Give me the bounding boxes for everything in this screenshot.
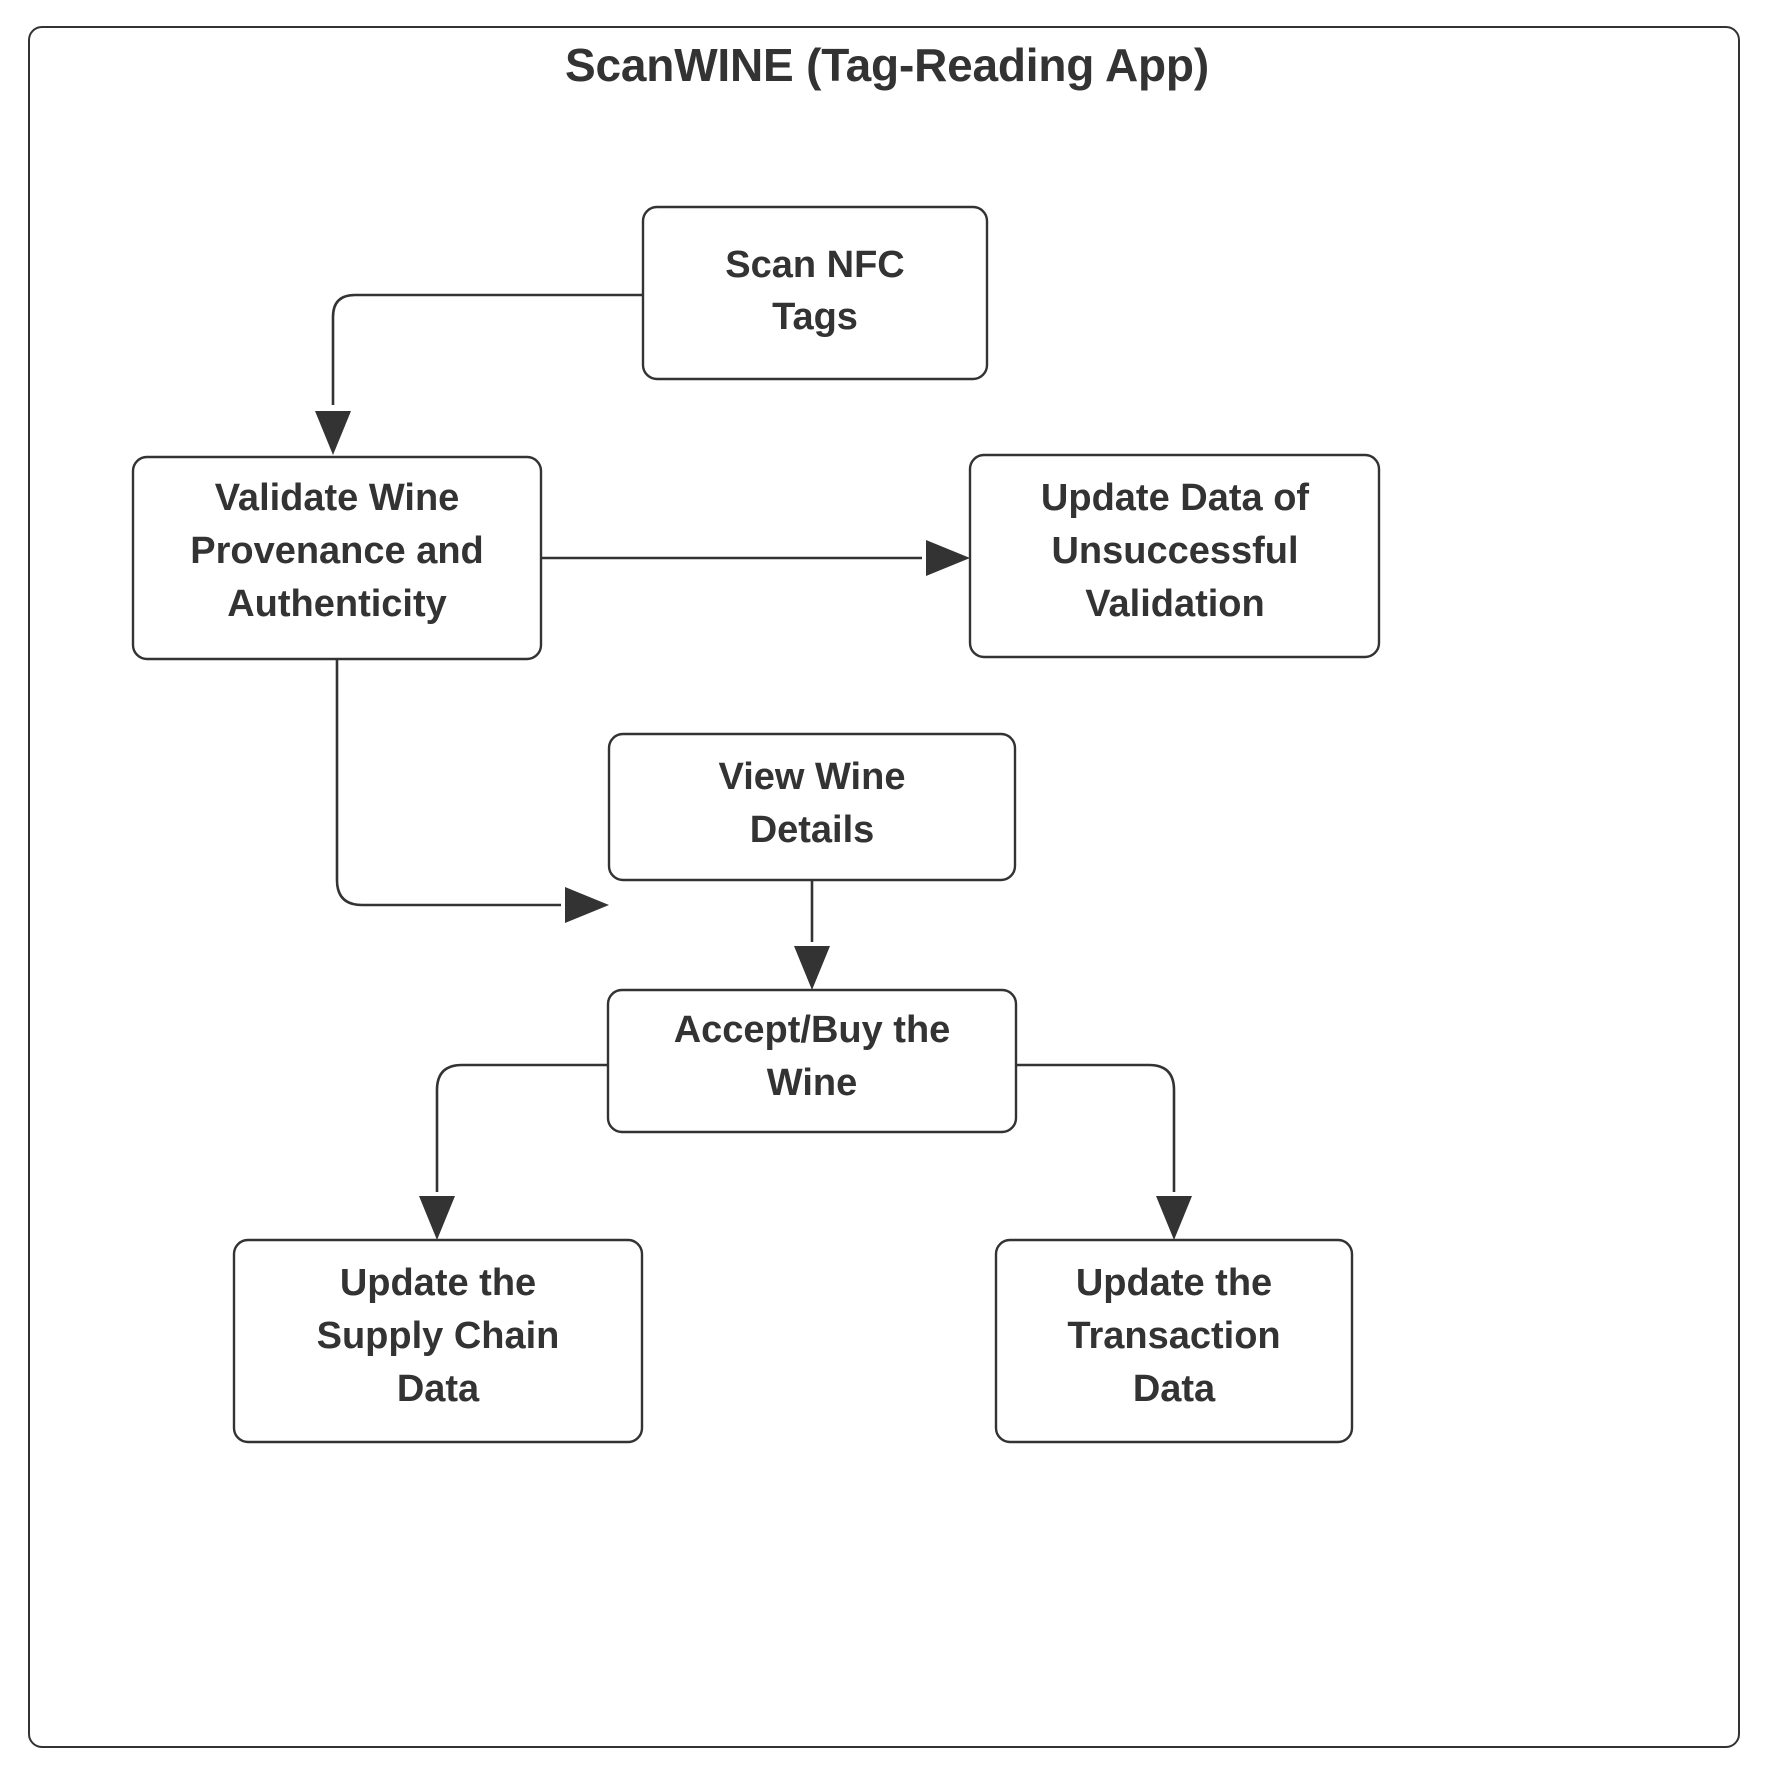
node-view-wine-details-label-line-0: View Wine	[719, 756, 906, 798]
node-update-transaction-data-label-line-1: Transaction	[1067, 1315, 1280, 1357]
node-accept-buy-the-wine-shape[interactable]	[606, 988, 1018, 1134]
node-validate-wine-provenance-shape[interactable]	[131, 455, 543, 661]
arrow-head-icon	[1156, 1196, 1192, 1240]
arrow-head-icon	[419, 1196, 455, 1240]
node-validate-wine-provenance[interactable]: Validate Wine Provenance and Authenticit…	[131, 455, 543, 661]
node-validate-wine-provenance-label-line-2: Authenticity	[227, 583, 447, 625]
node-update-unsuccessful-validation-shape[interactable]	[968, 453, 1381, 659]
edge-accept-to-transaction-path	[1016, 1063, 1176, 1192]
node-accept-buy-the-wine-label-line-0: Accept/Buy the	[674, 1009, 951, 1051]
edge-accept-to-transaction	[1016, 1063, 1192, 1240]
node-update-unsuccessful-validation-label-line-2: Validation	[1085, 583, 1264, 625]
node-accept-buy-the-wine-label-line-1: Wine	[767, 1062, 857, 1104]
node-view-wine-details[interactable]: View Wine Details	[607, 732, 1017, 882]
node-update-unsuccessful-validation-label-line-1: Unsuccessful	[1051, 530, 1298, 572]
edge-accept-to-supply-chain-path	[435, 1063, 608, 1192]
node-update-unsuccessful-validation[interactable]: Update Data of Unsuccessful Validation	[968, 453, 1381, 659]
node-validate-wine-provenance-label-line-0: Validate Wine	[215, 477, 460, 519]
arrow-head-icon	[926, 540, 970, 576]
node-update-transaction-data-label-line-0: Update the	[1076, 1262, 1272, 1304]
node-scan-nfc-tags-label-line-0: Scan NFC	[725, 244, 904, 286]
node-scan-nfc-tags-shape[interactable]	[641, 205, 989, 381]
node-scan-nfc-tags-label-line-1: Tags	[772, 296, 858, 338]
arrow-head-icon	[565, 887, 609, 923]
edge-accept-to-supply-chain	[419, 1063, 608, 1240]
edge-validate-to-unsuccessful	[541, 540, 970, 576]
node-accept-buy-the-wine[interactable]: Accept/Buy the Wine	[606, 988, 1018, 1134]
arrow-head-icon	[315, 411, 351, 455]
edge-validate-to-view-details	[335, 659, 609, 923]
node-update-supply-chain-data-label-line-1: Supply Chain	[317, 1315, 560, 1357]
node-update-supply-chain-data-label-line-0: Update the	[340, 1262, 536, 1304]
edge-scan-to-validate	[315, 293, 643, 455]
edge-view-details-to-accept	[794, 880, 830, 990]
node-update-supply-chain-data-label-line-2: Data	[397, 1368, 480, 1410]
node-update-supply-chain-data-shape[interactable]	[232, 1238, 644, 1444]
edge-validate-to-view-details-path	[335, 659, 561, 907]
node-update-unsuccessful-validation-label-line-0: Update Data of	[1041, 477, 1309, 519]
node-update-transaction-data-shape[interactable]	[994, 1238, 1354, 1444]
edge-scan-to-validate-path	[331, 293, 643, 405]
arrow-head-icon	[794, 946, 830, 990]
node-view-wine-details-label-line-1: Details	[750, 809, 875, 851]
node-update-transaction-data[interactable]: Update the Transaction Data	[994, 1238, 1354, 1444]
node-view-wine-details-shape[interactable]	[607, 732, 1017, 882]
node-validate-wine-provenance-label-line-1: Provenance and	[190, 530, 484, 572]
node-scan-nfc-tags[interactable]: Scan NFC Tags	[641, 205, 989, 381]
node-update-transaction-data-label-line-2: Data	[1133, 1368, 1216, 1410]
diagram-title: ScanWINE (Tag-Reading App)	[565, 39, 1209, 91]
node-update-supply-chain-data[interactable]: Update the Supply Chain Data	[232, 1238, 644, 1444]
